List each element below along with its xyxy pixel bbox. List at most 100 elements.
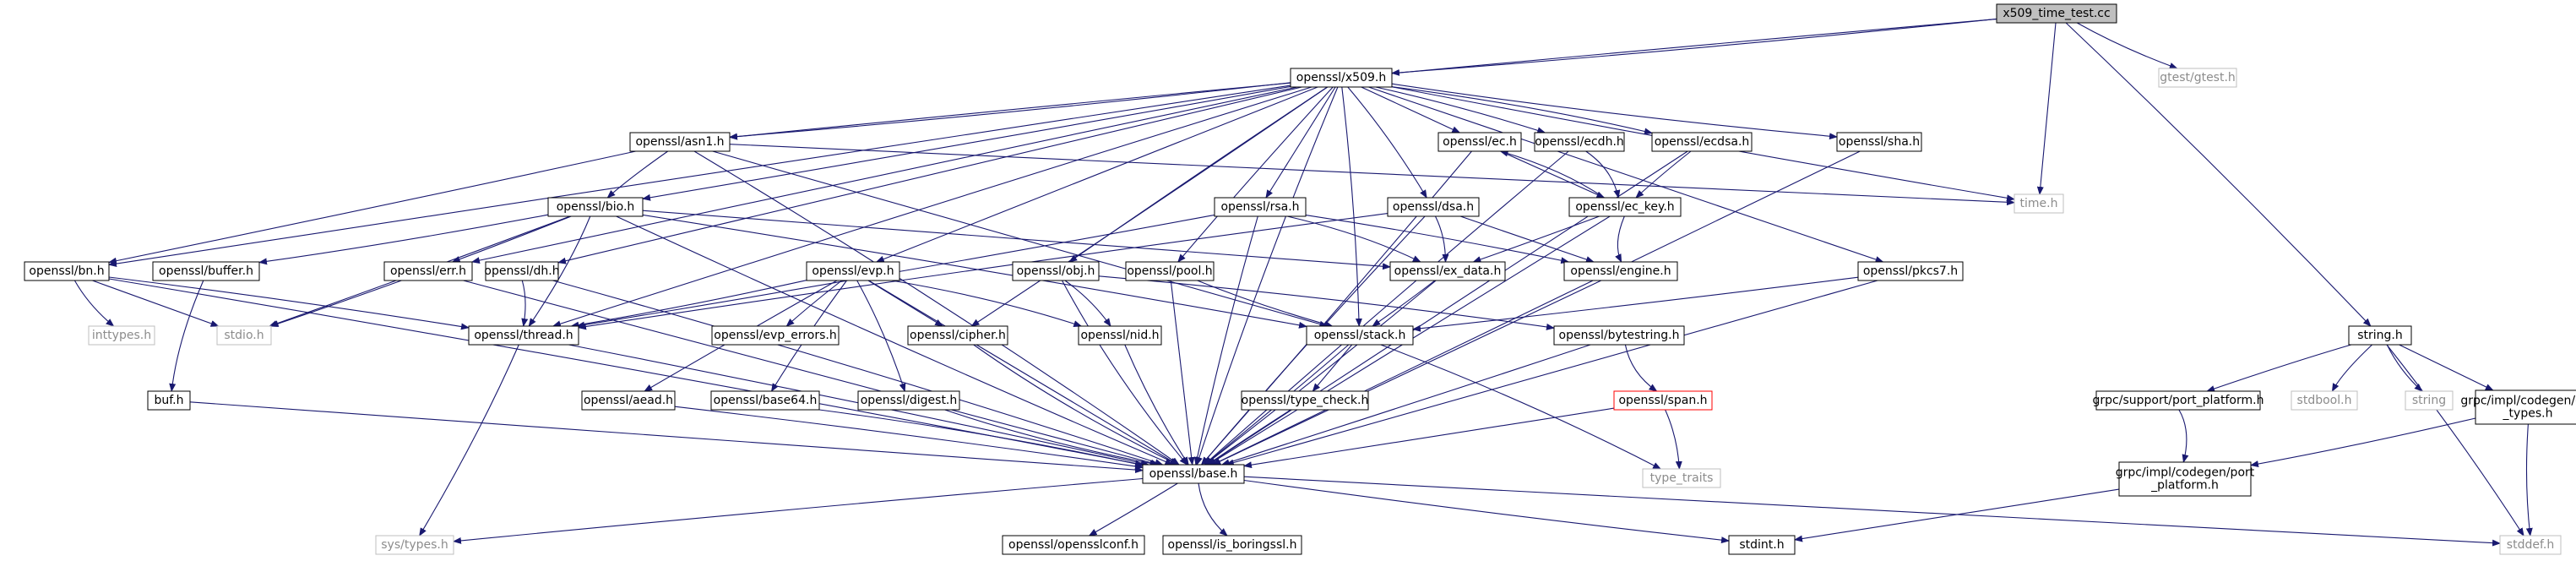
node-bufh[interactable]: buf.h xyxy=(147,390,191,411)
node-rsa[interactable]: openssl/rsa.h xyxy=(1214,197,1307,217)
edge-ecdsa-to-base xyxy=(1206,150,1688,466)
node-dh[interactable]: openssl/dh.h xyxy=(484,261,560,281)
node-stdio-label: stdio.h xyxy=(224,329,264,342)
node-isboring[interactable]: openssl/is_boringssl.h xyxy=(1162,535,1302,555)
node-isboring-label: openssl/is_boringssl.h xyxy=(1168,538,1297,552)
node-digest[interactable]: openssl/digest.h xyxy=(857,390,960,411)
node-pool-box xyxy=(1125,261,1215,281)
node-stdint[interactable]: stdint.h xyxy=(1728,535,1796,555)
edge-base64-to-base xyxy=(818,409,1144,467)
node-stdio[interactable]: stdio.h xyxy=(216,325,272,346)
node-stdio-box xyxy=(216,325,272,346)
edge-base-to-opensslconf xyxy=(1088,482,1178,536)
node-base[interactable]: openssl/base.h xyxy=(1142,464,1245,484)
node-engine[interactable]: openssl/engine.h xyxy=(1563,261,1678,281)
node-span[interactable]: openssl/span.h xyxy=(1613,390,1713,411)
edge-x509-to-dsa xyxy=(1347,86,1427,199)
edge-stack-to-typecheck xyxy=(1312,344,1353,392)
node-sha[interactable]: openssl/sha.h xyxy=(1836,132,1922,152)
node-span-box xyxy=(1613,390,1713,411)
node-evperrors[interactable]: openssl/evp_errors.h xyxy=(711,325,840,346)
node-ecdsa[interactable]: openssl/ecdsa.h xyxy=(1651,132,1753,152)
node-x509-label: openssl/x509.h xyxy=(1296,71,1386,84)
node-base64[interactable]: openssl/base64.h xyxy=(710,390,820,411)
edge-x509-to-err xyxy=(470,86,1298,264)
edge-exdata-to-stack xyxy=(1372,280,1436,327)
node-err-box xyxy=(383,261,473,281)
node-cgport[interactable]: grpc/impl/codegen/port_platform.h xyxy=(2116,461,2255,497)
edge-buffer-to-bufh xyxy=(169,280,204,392)
node-gprtypes-box xyxy=(2475,389,2576,425)
node-exdata[interactable]: openssl/ex_data.h xyxy=(1389,261,1506,281)
node-pool[interactable]: openssl/pool.h xyxy=(1125,261,1215,281)
node-dsa-label: openssl/dsa.h xyxy=(1393,200,1474,214)
node-buffer[interactable]: openssl/buffer.h xyxy=(152,261,260,281)
node-asn1[interactable]: openssl/asn1.h xyxy=(629,132,731,152)
node-cipher[interactable]: openssl/cipher.h xyxy=(907,325,1008,346)
node-root[interactable]: x509_time_test.cc xyxy=(1996,3,2117,24)
edge-ecdh-to-eckey xyxy=(1585,150,1621,199)
edge-x509-to-rsa xyxy=(1265,86,1336,199)
node-bytestring[interactable]: openssl/bytestring.h xyxy=(1553,325,1685,346)
node-gtest-box xyxy=(2158,68,2237,88)
node-pkcs7-box xyxy=(1857,261,1964,281)
node-typecheck[interactable]: openssl/type_check.h xyxy=(1241,390,1369,411)
edge-portplat-to-cgport xyxy=(2178,409,2189,463)
node-stringh[interactable]: string.h xyxy=(2348,325,2412,346)
node-stringh-label: string.h xyxy=(2357,329,2403,342)
node-typetraits-label: type_traits xyxy=(1650,471,1714,485)
node-stack-box xyxy=(1306,325,1414,346)
node-digest-box xyxy=(857,390,960,411)
node-systypes[interactable]: sys/types.h xyxy=(375,535,454,555)
node-exdata-label: openssl/ex_data.h xyxy=(1394,264,1502,278)
node-typetraits[interactable]: type_traits xyxy=(1642,468,1721,488)
node-opensslconf-box xyxy=(1002,535,1145,555)
node-stddef[interactable]: stddef.h xyxy=(2499,535,2562,555)
edge-gprtypes-to-cgport xyxy=(2250,417,2476,468)
node-eckey[interactable]: openssl/ec_key.h xyxy=(1568,197,1682,217)
edge-bn-to-base xyxy=(108,278,1144,467)
node-time-box xyxy=(2014,193,2064,214)
node-ec[interactable]: openssl/ec.h xyxy=(1437,132,1522,152)
node-ecdsa-box xyxy=(1651,132,1753,152)
node-bio[interactable]: openssl/bio.h xyxy=(547,197,644,217)
node-evperrors-label: openssl/evp_errors.h xyxy=(714,329,836,342)
edge-x509-to-base xyxy=(1196,86,1339,466)
node-portplat[interactable]: grpc/support/port_platform.h xyxy=(2093,390,2264,411)
node-time[interactable]: time.h xyxy=(2014,193,2064,214)
edge-x509-to-pkcs7 xyxy=(1368,86,1884,263)
node-nid[interactable]: openssl/nid.h xyxy=(1078,325,1162,346)
node-pkcs7[interactable]: openssl/pkcs7.h xyxy=(1857,261,1964,281)
node-opensslconf[interactable]: openssl/opensslconf.h xyxy=(1002,535,1145,555)
node-span-label: openssl/span.h xyxy=(1618,394,1707,407)
node-evp-label: openssl/evp.h xyxy=(812,264,894,278)
edge-eckey-to-exdata xyxy=(1472,215,1600,263)
node-dsa[interactable]: openssl/dsa.h xyxy=(1387,197,1480,217)
node-obj[interactable]: openssl/obj.h xyxy=(1012,261,1100,281)
node-layer: x509_time_test.cc openssl/x509.h gtest/gte… xyxy=(24,3,2576,555)
edge-digest-to-base xyxy=(944,409,1159,467)
edge-span-to-base xyxy=(1243,407,1615,469)
node-asn1-box xyxy=(629,132,731,152)
edge-x509-to-thread xyxy=(552,86,1312,328)
node-inttypes-box xyxy=(88,325,155,346)
node-thread[interactable]: openssl/thread.h xyxy=(468,325,579,346)
edge-dsa-to-engine xyxy=(1459,215,1595,263)
node-gprtypes[interactable]: grpc/impl/codegen/gpr_types.h xyxy=(2460,389,2576,425)
node-stack[interactable]: openssl/stack.h xyxy=(1306,325,1414,346)
edge-x509-to-bn xyxy=(108,84,1291,268)
edge-engine-to-base xyxy=(1212,280,1602,466)
node-stdbool[interactable]: stdbool.h xyxy=(2291,390,2358,411)
node-err[interactable]: openssl/err.h xyxy=(383,261,473,281)
node-ecdh[interactable]: openssl/ecdh.h xyxy=(1534,132,1625,152)
node-inttypes[interactable]: inttypes.h xyxy=(88,325,155,346)
node-bn[interactable]: openssl/bn.h xyxy=(24,261,110,281)
node-bio-label: openssl/bio.h xyxy=(557,200,635,214)
node-evp[interactable]: openssl/evp.h xyxy=(806,261,900,281)
node-aead[interactable]: openssl/aead.h xyxy=(581,390,676,411)
node-string[interactable]: string xyxy=(2405,390,2454,411)
edge-pkcs7-to-base xyxy=(1225,280,1878,466)
node-x509[interactable]: openssl/x509.h xyxy=(1290,68,1393,88)
node-gtest[interactable]: gtest/gtest.h xyxy=(2158,68,2237,88)
node-time-label: time.h xyxy=(2020,197,2058,210)
